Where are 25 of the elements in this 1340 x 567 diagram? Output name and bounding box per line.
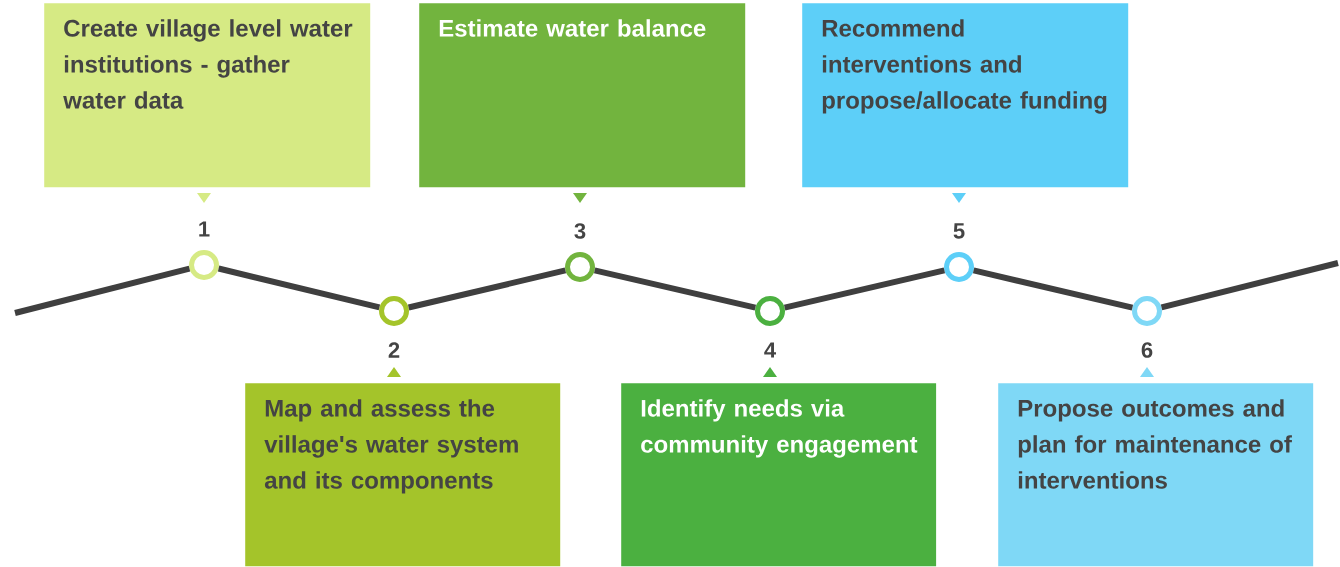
step-box: Create village level water institutions - gather water data — [44, 3, 371, 188]
timeline-circle — [944, 252, 974, 282]
timeline-circle — [565, 252, 595, 282]
timeline-circle — [189, 250, 219, 280]
step-box: Propose outcomes and plan for maintenance of interventions — [998, 383, 1314, 567]
timeline-line — [593, 267, 757, 311]
step-box: Recommend interventions and propose/allocate funding — [802, 3, 1129, 188]
step-box: Map and assess the village's water system and its components — [245, 383, 561, 567]
timeline-circle — [1132, 296, 1162, 326]
step-number: 5 — [953, 223, 965, 239]
step-number: 6 — [1141, 342, 1153, 358]
timeline-line — [217, 265, 381, 311]
timeline-line — [1160, 260, 1339, 311]
step-number: 2 — [388, 342, 400, 358]
timeline-circle — [379, 296, 409, 326]
timeline-line — [407, 267, 567, 311]
step-box: Identify needs via community engagement — [621, 383, 937, 567]
step-number: 3 — [574, 223, 586, 239]
timeline-circle — [755, 296, 785, 326]
timeline-line — [14, 265, 191, 316]
timeline-line — [783, 267, 946, 311]
timeline-line — [972, 267, 1134, 311]
step-box: Estimate water balance — [419, 3, 746, 188]
step-number: 4 — [764, 342, 776, 358]
step-number: 1 — [199, 221, 210, 237]
